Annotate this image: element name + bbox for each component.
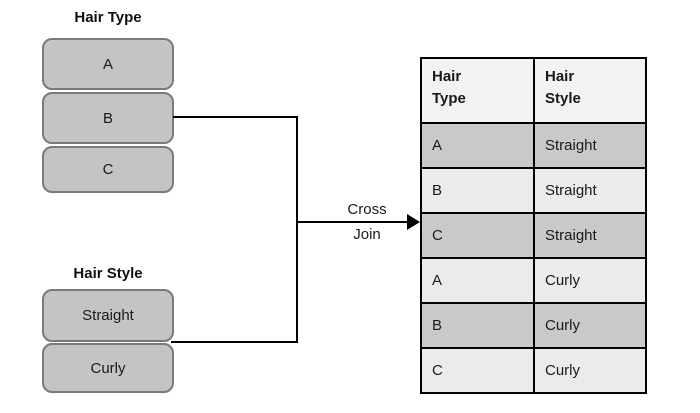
cell-hair-type: B <box>422 304 535 347</box>
cell-hair-style: Straight <box>545 227 597 244</box>
hair-type-title: Hair Type <box>74 9 142 26</box>
box-hair-type-c-label: C <box>102 161 114 178</box>
box-hair-type-b-label: B <box>102 109 113 127</box>
cell-hair-style: Straight <box>545 182 597 199</box>
box-hair-style-curly: Curly <box>42 343 174 393</box>
result-table: Hair Type Hair Style A Straight B Straig… <box>420 57 647 394</box>
cell-hair-style: Curly <box>545 362 581 379</box>
box-hair-style-straight: Straight <box>42 289 174 342</box>
box-hair-type-c: C <box>42 146 174 193</box>
cell-hair-type: C <box>422 214 535 257</box>
cell-hair-type: A <box>422 259 535 302</box>
hair-style-title: Hair Style <box>73 265 143 282</box>
connector-arrow-shaft <box>297 221 409 223</box>
cell-hair-style: Curly <box>545 272 581 289</box>
box-hair-type-b: B <box>42 92 174 144</box>
connector-line-vertical <box>296 116 298 343</box>
table-row: C Curly <box>422 347 645 392</box>
arrow-head-icon <box>407 214 420 230</box>
box-hair-type-a: A <box>42 38 174 90</box>
cell-hair-style: Curly <box>545 317 581 334</box>
table-row: C Straight <box>422 212 645 257</box>
table-row: A Straight <box>422 122 645 167</box>
connector-line-from-straight <box>171 341 298 343</box>
cross-join-label-line2: Join <box>353 226 381 243</box>
table-header-row: Hair Type Hair Style <box>422 59 645 122</box>
table-row: A Curly <box>422 257 645 302</box>
table-row: B Curly <box>422 302 645 347</box>
cross-join-label-line1: Cross <box>347 201 387 218</box>
cell-hair-type: C <box>422 349 535 392</box>
box-hair-style-curly-label: Curly <box>90 359 126 377</box>
cell-hair-type: A <box>422 124 535 167</box>
box-hair-style-straight-label: Straight <box>82 307 134 324</box>
table-header-hair-style: Hair Style <box>545 68 581 107</box>
connector-line-from-b <box>173 116 298 118</box>
cell-hair-type: B <box>422 169 535 212</box>
table-row: B Straight <box>422 167 645 212</box>
table-header-hair-type: Hair Type <box>422 59 535 122</box>
box-hair-type-a-label: A <box>102 55 113 73</box>
cell-hair-style: Straight <box>545 137 597 154</box>
